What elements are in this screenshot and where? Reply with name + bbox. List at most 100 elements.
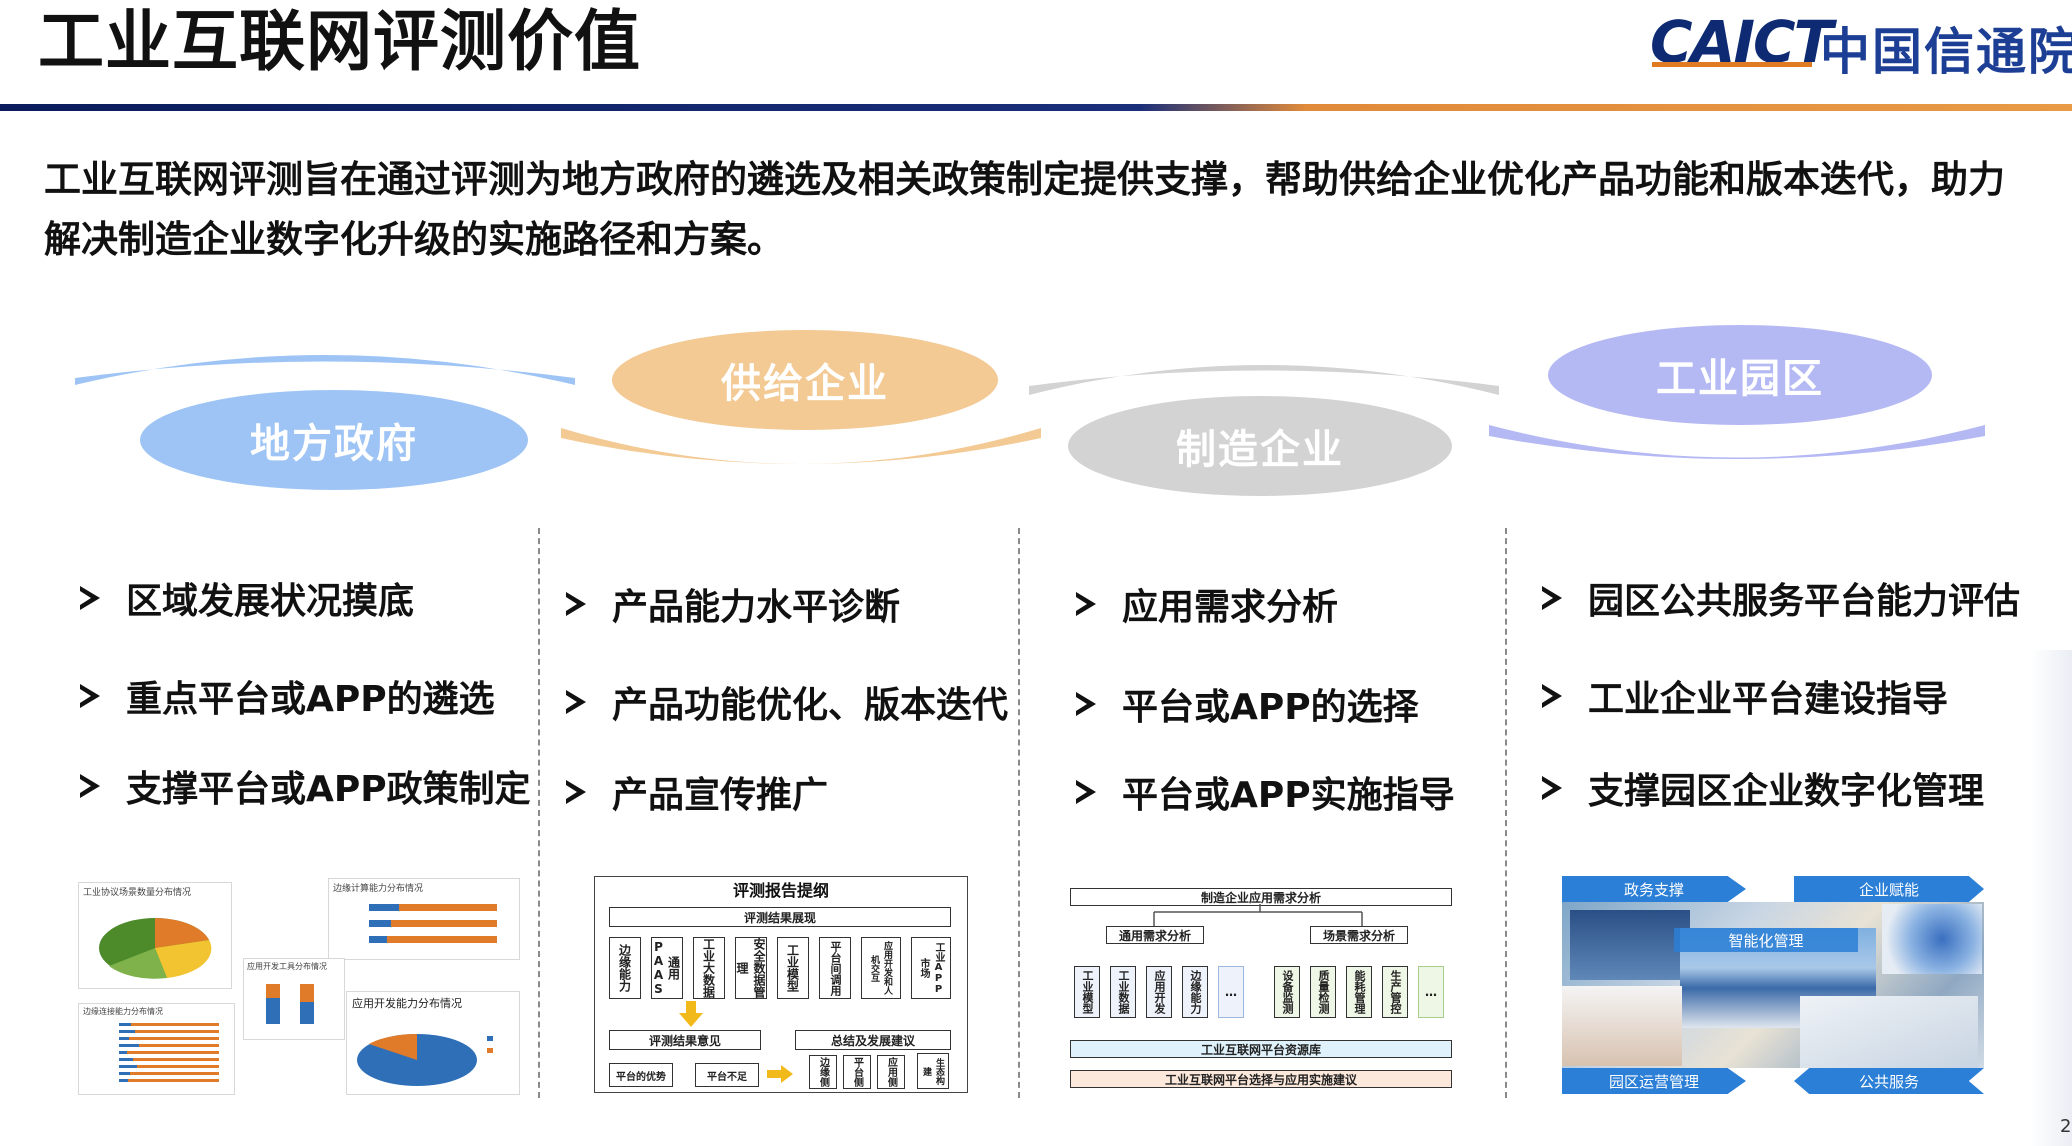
- gov-ellipse: 地方政府: [140, 390, 528, 490]
- report-summary: 总结及发展建议: [795, 1030, 951, 1050]
- mfg-bullet-2: 平台或APP的选择: [1076, 678, 1419, 730]
- pie3d-chart-title: 应用开发能力分布情况: [352, 997, 462, 1010]
- report-tail-2: 应用侧: [877, 1055, 905, 1089]
- mfg-bullet-1: 应用需求分析: [1076, 578, 1338, 630]
- park-bullet-3: 支撑园区企业数字化管理: [1542, 762, 1984, 814]
- mfg-analysis-diagram: 制造企业应用需求分析 通用需求分析 场景需求分析 工业模型 工业数据 应用开发 …: [1070, 884, 1452, 1090]
- arrow-bullet-icon: [80, 774, 100, 798]
- pie3d-chart-graphic: [357, 1033, 493, 1086]
- report-outline-diagram: 评测报告提纲 评测结果展现 边缘能力 通用PAAS 工业大数据 安全数据管理 工…: [594, 876, 968, 1093]
- supply-label: 供给企业: [721, 361, 889, 407]
- park-dashboard-image: [1570, 910, 1690, 980]
- bar-chart-thumb: 边缘计算能力分布情况: [328, 878, 520, 960]
- mfg-scene-item-3: 生产管控: [1382, 966, 1408, 1018]
- arrow-bullet-icon: [1542, 586, 1562, 610]
- mfg-general-analysis: 通用需求分析: [1106, 926, 1204, 944]
- arrow-bullet-icon: [1076, 692, 1096, 716]
- arrow-bullet-icon: [1542, 684, 1562, 708]
- tag-park-operation: 园区运营管理: [1562, 1068, 1746, 1094]
- arrow-bullet-icon: [1076, 780, 1096, 804]
- mfg-general-item-3: 边缘能力: [1182, 966, 1208, 1018]
- mfg-implementation-advice: 工业互联网平台选择与应用实施建议: [1070, 1070, 1452, 1088]
- report-item-7: 工业APP市场: [911, 937, 951, 999]
- tag-enterprise-enable: 企业赋能: [1794, 876, 1984, 902]
- hbar-chart-graphic: [119, 1023, 219, 1082]
- park-map-image: [1800, 996, 1978, 1068]
- column-chart-thumb: 应用开发工具分布情况: [243, 958, 345, 1040]
- arrow-bullet-icon: [80, 586, 100, 610]
- column-chart-graphic: [266, 984, 314, 1024]
- park-robot-image: [1882, 904, 1982, 974]
- mfg-general-item-4: …: [1218, 966, 1244, 1018]
- park-collage: 政务支撑 企业赋能 智能化管理 园区运营管理 公共服务: [1562, 876, 1984, 1094]
- column-divider: [1018, 528, 1020, 1098]
- park-arc: [1489, 425, 1985, 459]
- mfg-general-item-1: 工业数据: [1110, 966, 1136, 1018]
- report-item-6: 应用开发和人机交互: [861, 937, 901, 999]
- supply-bullet-2: 产品功能优化、版本迭代: [566, 676, 1008, 728]
- mfg-scene-analysis: 场景需求分析: [1310, 926, 1408, 944]
- mfg-label: 制造企业: [1176, 427, 1344, 473]
- report-opinion: 评测结果意见: [609, 1030, 761, 1050]
- hbar-chart-title: 边缘连接能力分布情况: [83, 1007, 163, 1016]
- report-disadvantage: 平台不足: [695, 1063, 759, 1087]
- page-number: 2: [2060, 1116, 2072, 1137]
- mfg-bullet-3: 平台或APP实施指导: [1076, 766, 1455, 818]
- park-ellipse: 工业园区: [1548, 325, 1932, 425]
- slide-title: 工业互联网评测价值: [38, 3, 641, 80]
- header-divider: [0, 104, 2072, 111]
- report-item-1: 通用PAAS: [651, 937, 683, 999]
- arrow-bullet-icon: [80, 684, 100, 708]
- column-chart-title: 应用开发工具分布情况: [247, 962, 327, 971]
- caict-logo-chinese: 中国信通院: [1820, 23, 2072, 81]
- mfg-scene-item-0: 设备监测: [1274, 966, 1300, 1018]
- down-arrow-icon: [679, 1001, 703, 1027]
- supply-arc: [561, 428, 1041, 464]
- park-bullet-2: 工业企业平台建设指导: [1542, 670, 1948, 722]
- report-item-0: 边缘能力: [609, 937, 641, 999]
- report-tail-0: 边缘侧: [809, 1055, 837, 1089]
- supply-bullet-3: 产品宣传推广: [566, 766, 828, 818]
- pie-chart-thumb: 工业协议场景数量分布情况: [78, 882, 232, 989]
- pie3d-chart-thumb: 应用开发能力分布情况: [346, 991, 520, 1095]
- right-edge-shadow: [2030, 650, 2072, 1146]
- report-tail-1: 平台侧: [843, 1055, 871, 1089]
- arrow-bullet-icon: [1076, 592, 1096, 616]
- arrow-bullet-icon: [566, 780, 586, 804]
- arrow-bullet-icon: [566, 690, 586, 714]
- pie-chart-title: 工业协议场景数量分布情况: [83, 888, 192, 898]
- gov-bullet-1: 区域发展状况摸底: [80, 572, 414, 624]
- gov-label: 地方政府: [250, 421, 418, 467]
- gov-bullet-3: 支撑平台或APP政策制定: [80, 760, 531, 812]
- report-outline-title: 评测报告提纲: [732, 881, 829, 900]
- tag-public-service: 公共服务: [1794, 1068, 1984, 1094]
- report-item-3: 安全数据管理: [735, 937, 767, 999]
- gov-bullet-2: 重点平台或APP的遴选: [80, 670, 495, 722]
- column-divider: [1505, 528, 1507, 1098]
- mfg-scene-item-4: …: [1418, 966, 1444, 1018]
- supply-ellipse: 供给企业: [612, 330, 998, 430]
- bar-chart-graphic: [369, 904, 497, 943]
- bar-chart-title: 边缘计算能力分布情况: [333, 884, 424, 894]
- tag-smart-management: 智能化管理: [1674, 928, 1858, 952]
- logo-underline: [1652, 62, 1812, 67]
- supply-bullet-1: 产品能力水平诊断: [566, 578, 900, 630]
- report-item-5: 平台间调用: [819, 937, 851, 999]
- arrow-bullet-icon: [1542, 776, 1562, 800]
- tag-gov-support: 政务支撑: [1562, 876, 1746, 902]
- mfg-resource-library: 工业互联网平台资源库: [1070, 1040, 1452, 1058]
- park-phone-image: [1562, 986, 1682, 1066]
- right-arrow-icon: [767, 1065, 793, 1083]
- report-advantage: 平台的优势: [609, 1063, 673, 1087]
- mfg-scene-item-2: 能耗管理: [1346, 966, 1372, 1018]
- mfg-arc: [1029, 365, 1499, 395]
- park-bullet-1: 园区公共服务平台能力评估: [1542, 572, 2020, 624]
- gov-arc: [75, 355, 575, 385]
- mfg-general-item-0: 工业模型: [1074, 966, 1100, 1018]
- intro-paragraph: 工业互联网评测旨在通过评测为地方政府的遴选及相关政策制定提供支撑，帮助供给企业优…: [44, 158, 2005, 261]
- report-section-results: 评测结果展现: [609, 907, 951, 927]
- mfg-scene-item-1: 质量检测: [1310, 966, 1336, 1018]
- park-label: 工业园区: [1656, 356, 1824, 402]
- report-item-2: 工业大数据: [693, 937, 725, 999]
- column-divider: [538, 528, 540, 1098]
